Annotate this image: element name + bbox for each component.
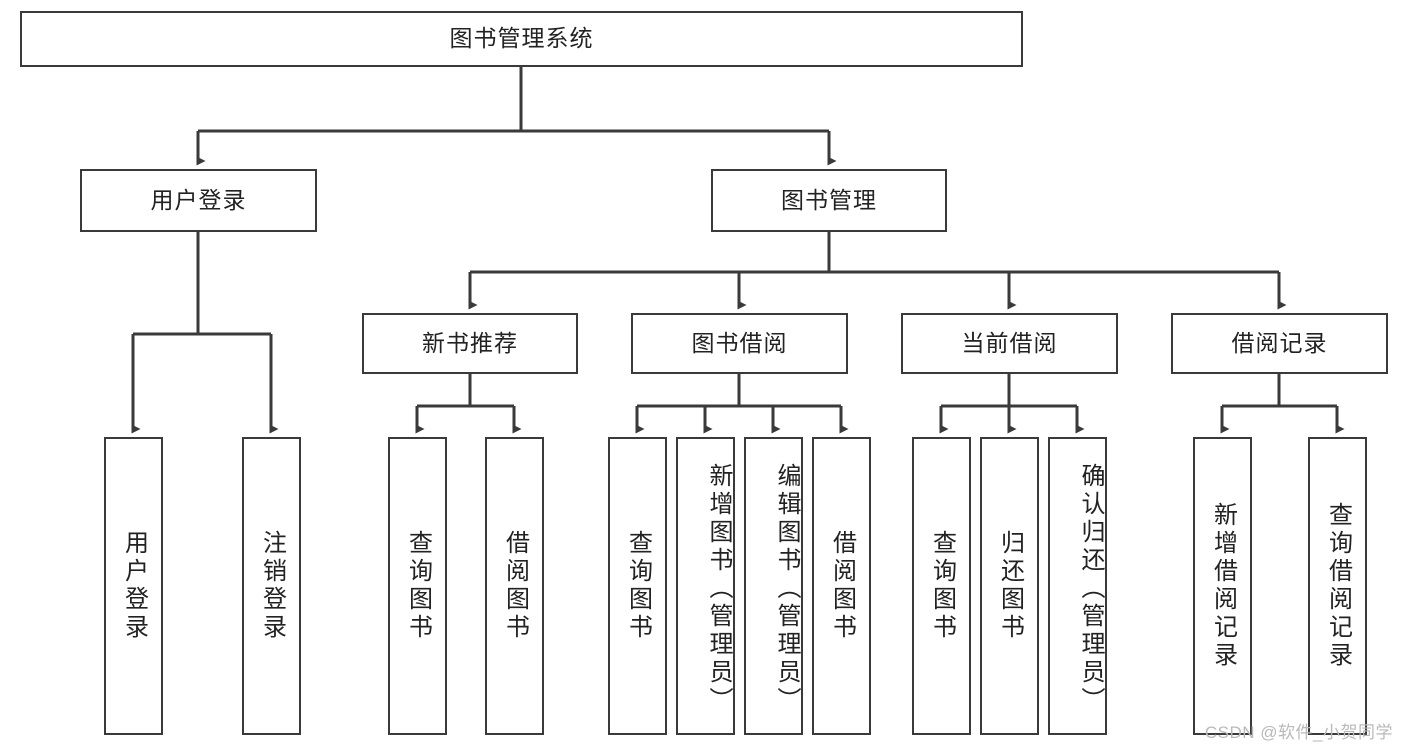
node-book-borrow[interactable]: 图书借阅: [631, 313, 848, 374]
node-label: 新增借阅记录: [1209, 502, 1237, 670]
node-label: 图书管理: [781, 186, 877, 213]
node-label: 借阅记录: [1231, 329, 1328, 356]
node-label: 编辑图书（管理员）: [773, 463, 800, 715]
node-label: 新书推荐: [422, 329, 518, 356]
node-label: 查询图书: [624, 530, 652, 642]
leaf-query-book-current[interactable]: 查询图书: [912, 437, 971, 735]
node-label: 用户登录: [120, 530, 148, 642]
node-label: 当前借阅: [961, 329, 1058, 356]
node-book-management[interactable]: 图书管理: [711, 169, 947, 232]
leaf-user-login[interactable]: 用户登录: [104, 437, 163, 735]
leaf-add-book-admin[interactable]: 新增图书（管理员）: [676, 437, 735, 735]
leaf-borrow-book[interactable]: 借阅图书: [812, 437, 871, 735]
csdn-watermark: CSDN @软件_小贺同学: [1204, 723, 1393, 742]
leaf-borrow-book-recommend[interactable]: 借阅图书: [485, 437, 544, 735]
node-label: 查询图书: [928, 530, 956, 642]
node-label: 查询借阅记录: [1324, 502, 1352, 670]
node-label: 新增图书（管理员）: [705, 463, 732, 715]
node-label: 借阅图书: [828, 530, 856, 642]
node-label: 查询图书: [404, 530, 432, 642]
leaf-query-book-borrow[interactable]: 查询图书: [608, 437, 667, 735]
node-root-system[interactable]: 图书管理系统: [20, 11, 1023, 67]
node-label: 图书管理系统: [449, 25, 594, 52]
node-user-login[interactable]: 用户登录: [80, 169, 317, 232]
leaf-query-book-recommend[interactable]: 查询图书: [388, 437, 447, 735]
node-label: 注销登录: [258, 530, 286, 642]
node-new-book-recommend[interactable]: 新书推荐: [362, 313, 578, 374]
leaf-confirm-return-admin[interactable]: 确认归还（管理员）: [1048, 437, 1107, 735]
leaf-user-logout[interactable]: 注销登录: [242, 437, 301, 735]
node-label: 归还图书: [996, 530, 1024, 642]
leaf-edit-book-admin[interactable]: 编辑图书（管理员）: [744, 437, 803, 735]
node-current-borrow[interactable]: 当前借阅: [901, 313, 1118, 374]
leaf-return-book[interactable]: 归还图书: [980, 437, 1039, 735]
node-label: 借阅图书: [501, 530, 529, 642]
node-label: 用户登录: [150, 186, 247, 213]
node-label: 确认归还（管理员）: [1077, 463, 1104, 715]
node-label: 图书借阅: [691, 329, 788, 356]
node-borrow-record[interactable]: 借阅记录: [1171, 313, 1388, 374]
leaf-add-borrow-record[interactable]: 新增借阅记录: [1193, 437, 1252, 735]
leaf-query-borrow-record[interactable]: 查询借阅记录: [1308, 437, 1367, 735]
